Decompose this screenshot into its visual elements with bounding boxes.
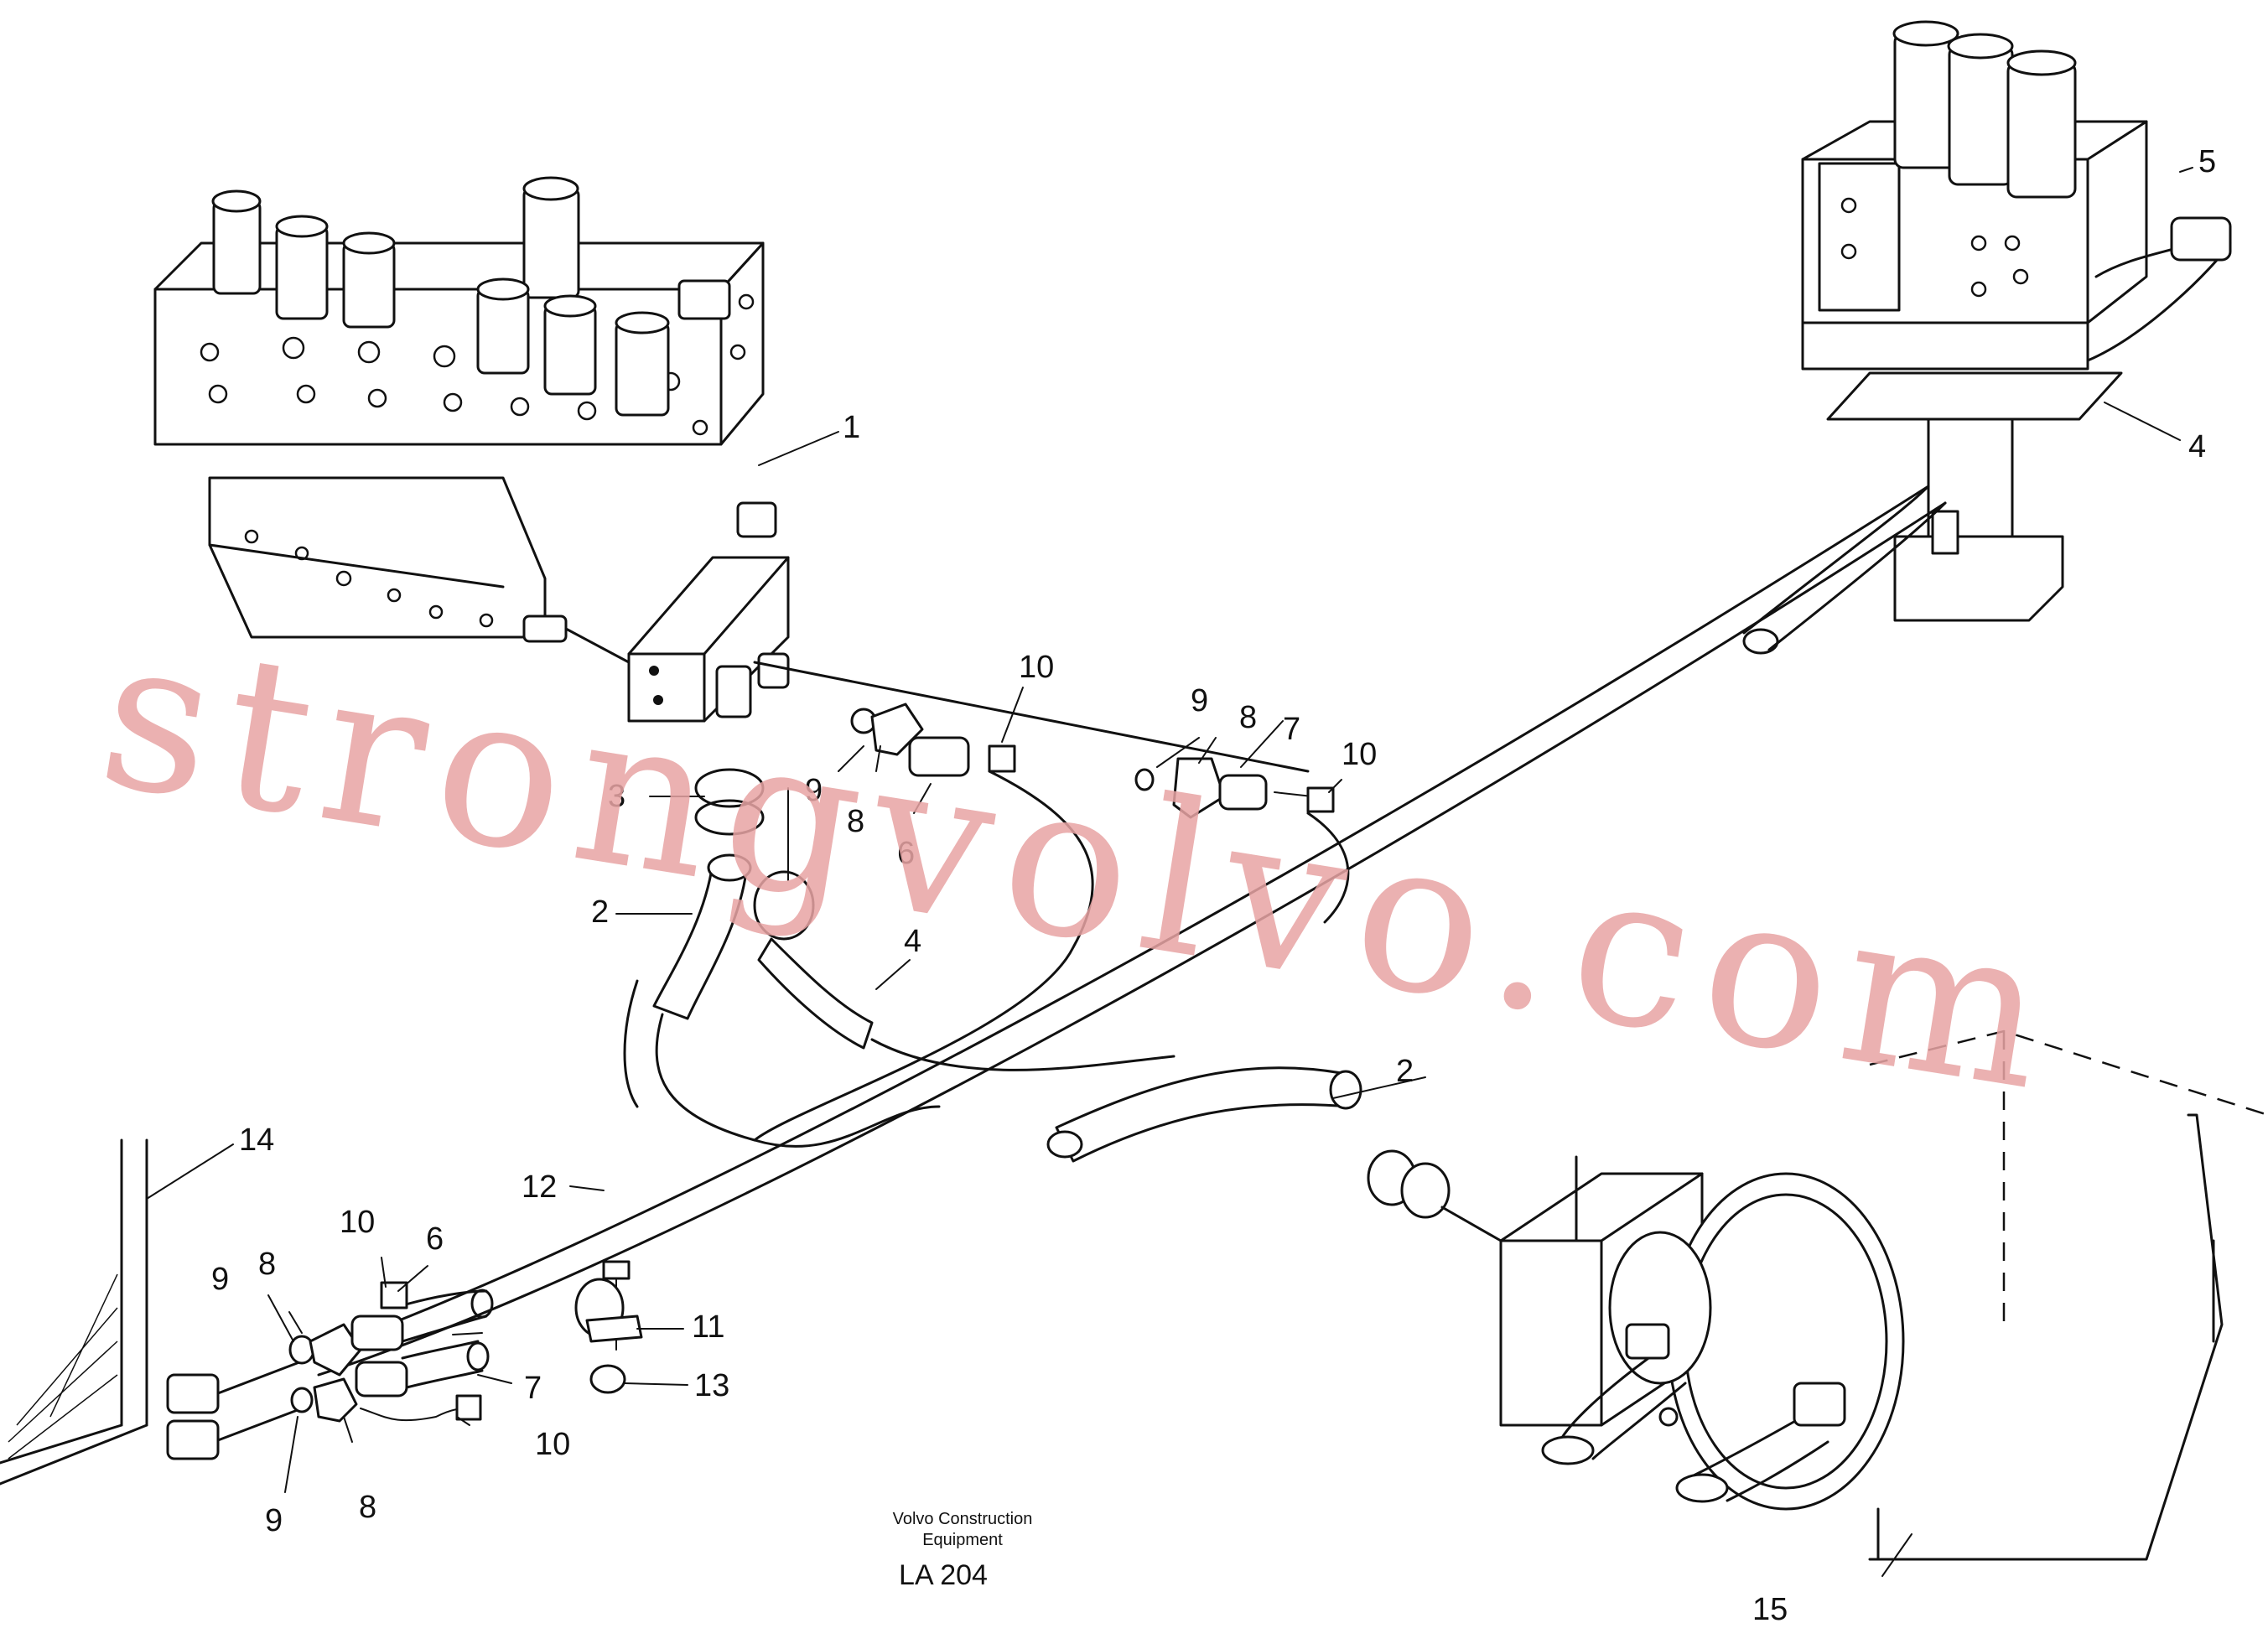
callout-14: 14 [239, 1123, 274, 1158]
hoses [309, 485, 1947, 1377]
callout-6-upper: 6 [897, 836, 915, 871]
callout-11: 11 [692, 1309, 724, 1345]
callout-3: 3 [608, 779, 625, 814]
callout-7-lower: 7 [524, 1371, 542, 1406]
callout-2-upper: 2 [591, 895, 609, 930]
leader-lines [146, 167, 2193, 1577]
servo-valve-block [1801, 20, 2232, 622]
callout-10-lower-b: 10 [535, 1427, 570, 1462]
upper-fittings [850, 703, 1335, 819]
callout-1: 1 [843, 410, 860, 445]
callout-15: 15 [1752, 1592, 1788, 1627]
callout-2-lower: 2 [1396, 1054, 1414, 1089]
watermark: strongvolvo.com [86, 589, 2075, 1139]
callout-9-upper-right: 9 [1191, 683, 1208, 718]
callout-10-upper-left: 10 [1019, 650, 1054, 685]
callouts: 1 2 2 3 4 4 5 6 6 7 7 8 8 8 8 9 9 9 9 10… [211, 144, 2216, 1627]
callout-9-lower-b: 9 [265, 1503, 283, 1538]
callout-8-upper-left: 8 [847, 804, 864, 839]
callout-9-lower-a: 9 [211, 1262, 229, 1297]
callout-4-upper: 4 [2188, 429, 2206, 464]
lower-fittings [288, 1260, 643, 1423]
callout-10-upper-right: 10 [1342, 737, 1377, 772]
callout-8-lower-b: 8 [359, 1490, 376, 1525]
drawing-code: LA 204 [899, 1559, 988, 1591]
callout-5: 5 [2198, 144, 2216, 179]
hydraulic-tank [1499, 1029, 2268, 1561]
callout-13: 13 [694, 1368, 729, 1403]
callout-4-lower: 4 [904, 924, 921, 959]
callout-12: 12 [522, 1169, 557, 1205]
callout-10-lower-a: 10 [340, 1205, 375, 1240]
callout-8-upper-right: 8 [1239, 700, 1257, 735]
callout-6-lower: 6 [426, 1221, 444, 1257]
watermark-text: strongvolvo.com [86, 589, 2075, 1139]
callout-7-upper: 7 [1283, 712, 1300, 747]
caption-block: Volvo Construction Equipment LA 204 [893, 1510, 1033, 1591]
caption-equipment: Equipment [922, 1531, 1003, 1549]
callout-9-upper-left: 9 [805, 773, 823, 808]
control-valve-block [153, 176, 765, 664]
caption-company: Volvo Construction [893, 1510, 1033, 1528]
cab-frame [0, 1138, 312, 1486]
callout-8-lower-a: 8 [258, 1247, 276, 1282]
junction-block [627, 501, 790, 723]
